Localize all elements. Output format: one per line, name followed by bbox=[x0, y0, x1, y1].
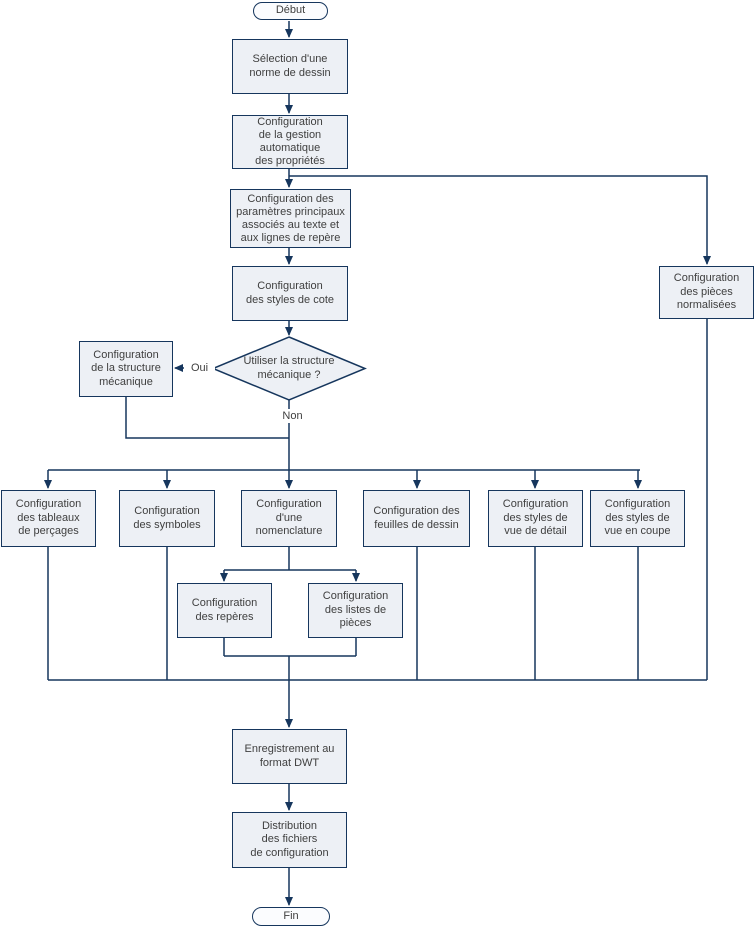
node-symbols: Configuration des symboles bbox=[119, 490, 215, 547]
node-start: Début bbox=[253, 2, 328, 20]
node-select-standard: Sélection d'une norme de dessin bbox=[232, 39, 348, 94]
node-parts-lists: Configuration des listes de pièces bbox=[308, 583, 403, 638]
node-drawing-sheets: Configuration des feuilles de dessin bbox=[363, 490, 470, 547]
connector-branch-standard-parts bbox=[289, 175, 711, 265]
connector-mechstructure-return bbox=[125, 397, 289, 439]
node-detail-view-styles: Configuration des styles de vue de détai… bbox=[488, 490, 583, 547]
node-dim-styles: Configuration des styles de cote bbox=[232, 266, 348, 321]
edge-label-non: Non bbox=[276, 409, 309, 423]
node-decision-structure: Utiliser la structure mécanique ? bbox=[243, 355, 335, 381]
node-auto-properties: Configuration de la gestion automatique … bbox=[232, 115, 348, 169]
node-bom: Configuration d'une nomenclature bbox=[241, 490, 337, 547]
node-balloons: Configuration des repères bbox=[177, 583, 272, 638]
node-standard-parts: Configuration des pièces normalisées bbox=[659, 266, 754, 319]
node-save-dwt: Enregistrement au format DWT bbox=[232, 729, 347, 784]
decision-diamond-shape bbox=[211, 336, 367, 401]
edge-label-oui: Oui bbox=[184, 361, 215, 375]
node-mech-structure: Configuration de la structure mécanique bbox=[79, 341, 173, 397]
node-distribute-files: Distribution des fichiers de configurati… bbox=[232, 812, 347, 868]
node-text-leader-params: Configuration des paramètres principaux … bbox=[230, 189, 351, 248]
node-section-view-styles: Configuration des styles de vue en coupe bbox=[590, 490, 685, 547]
node-end: Fin bbox=[252, 907, 330, 926]
node-hole-charts: Configuration des tableaux de perçages bbox=[1, 490, 96, 547]
flow-connectors bbox=[44, 21, 711, 906]
